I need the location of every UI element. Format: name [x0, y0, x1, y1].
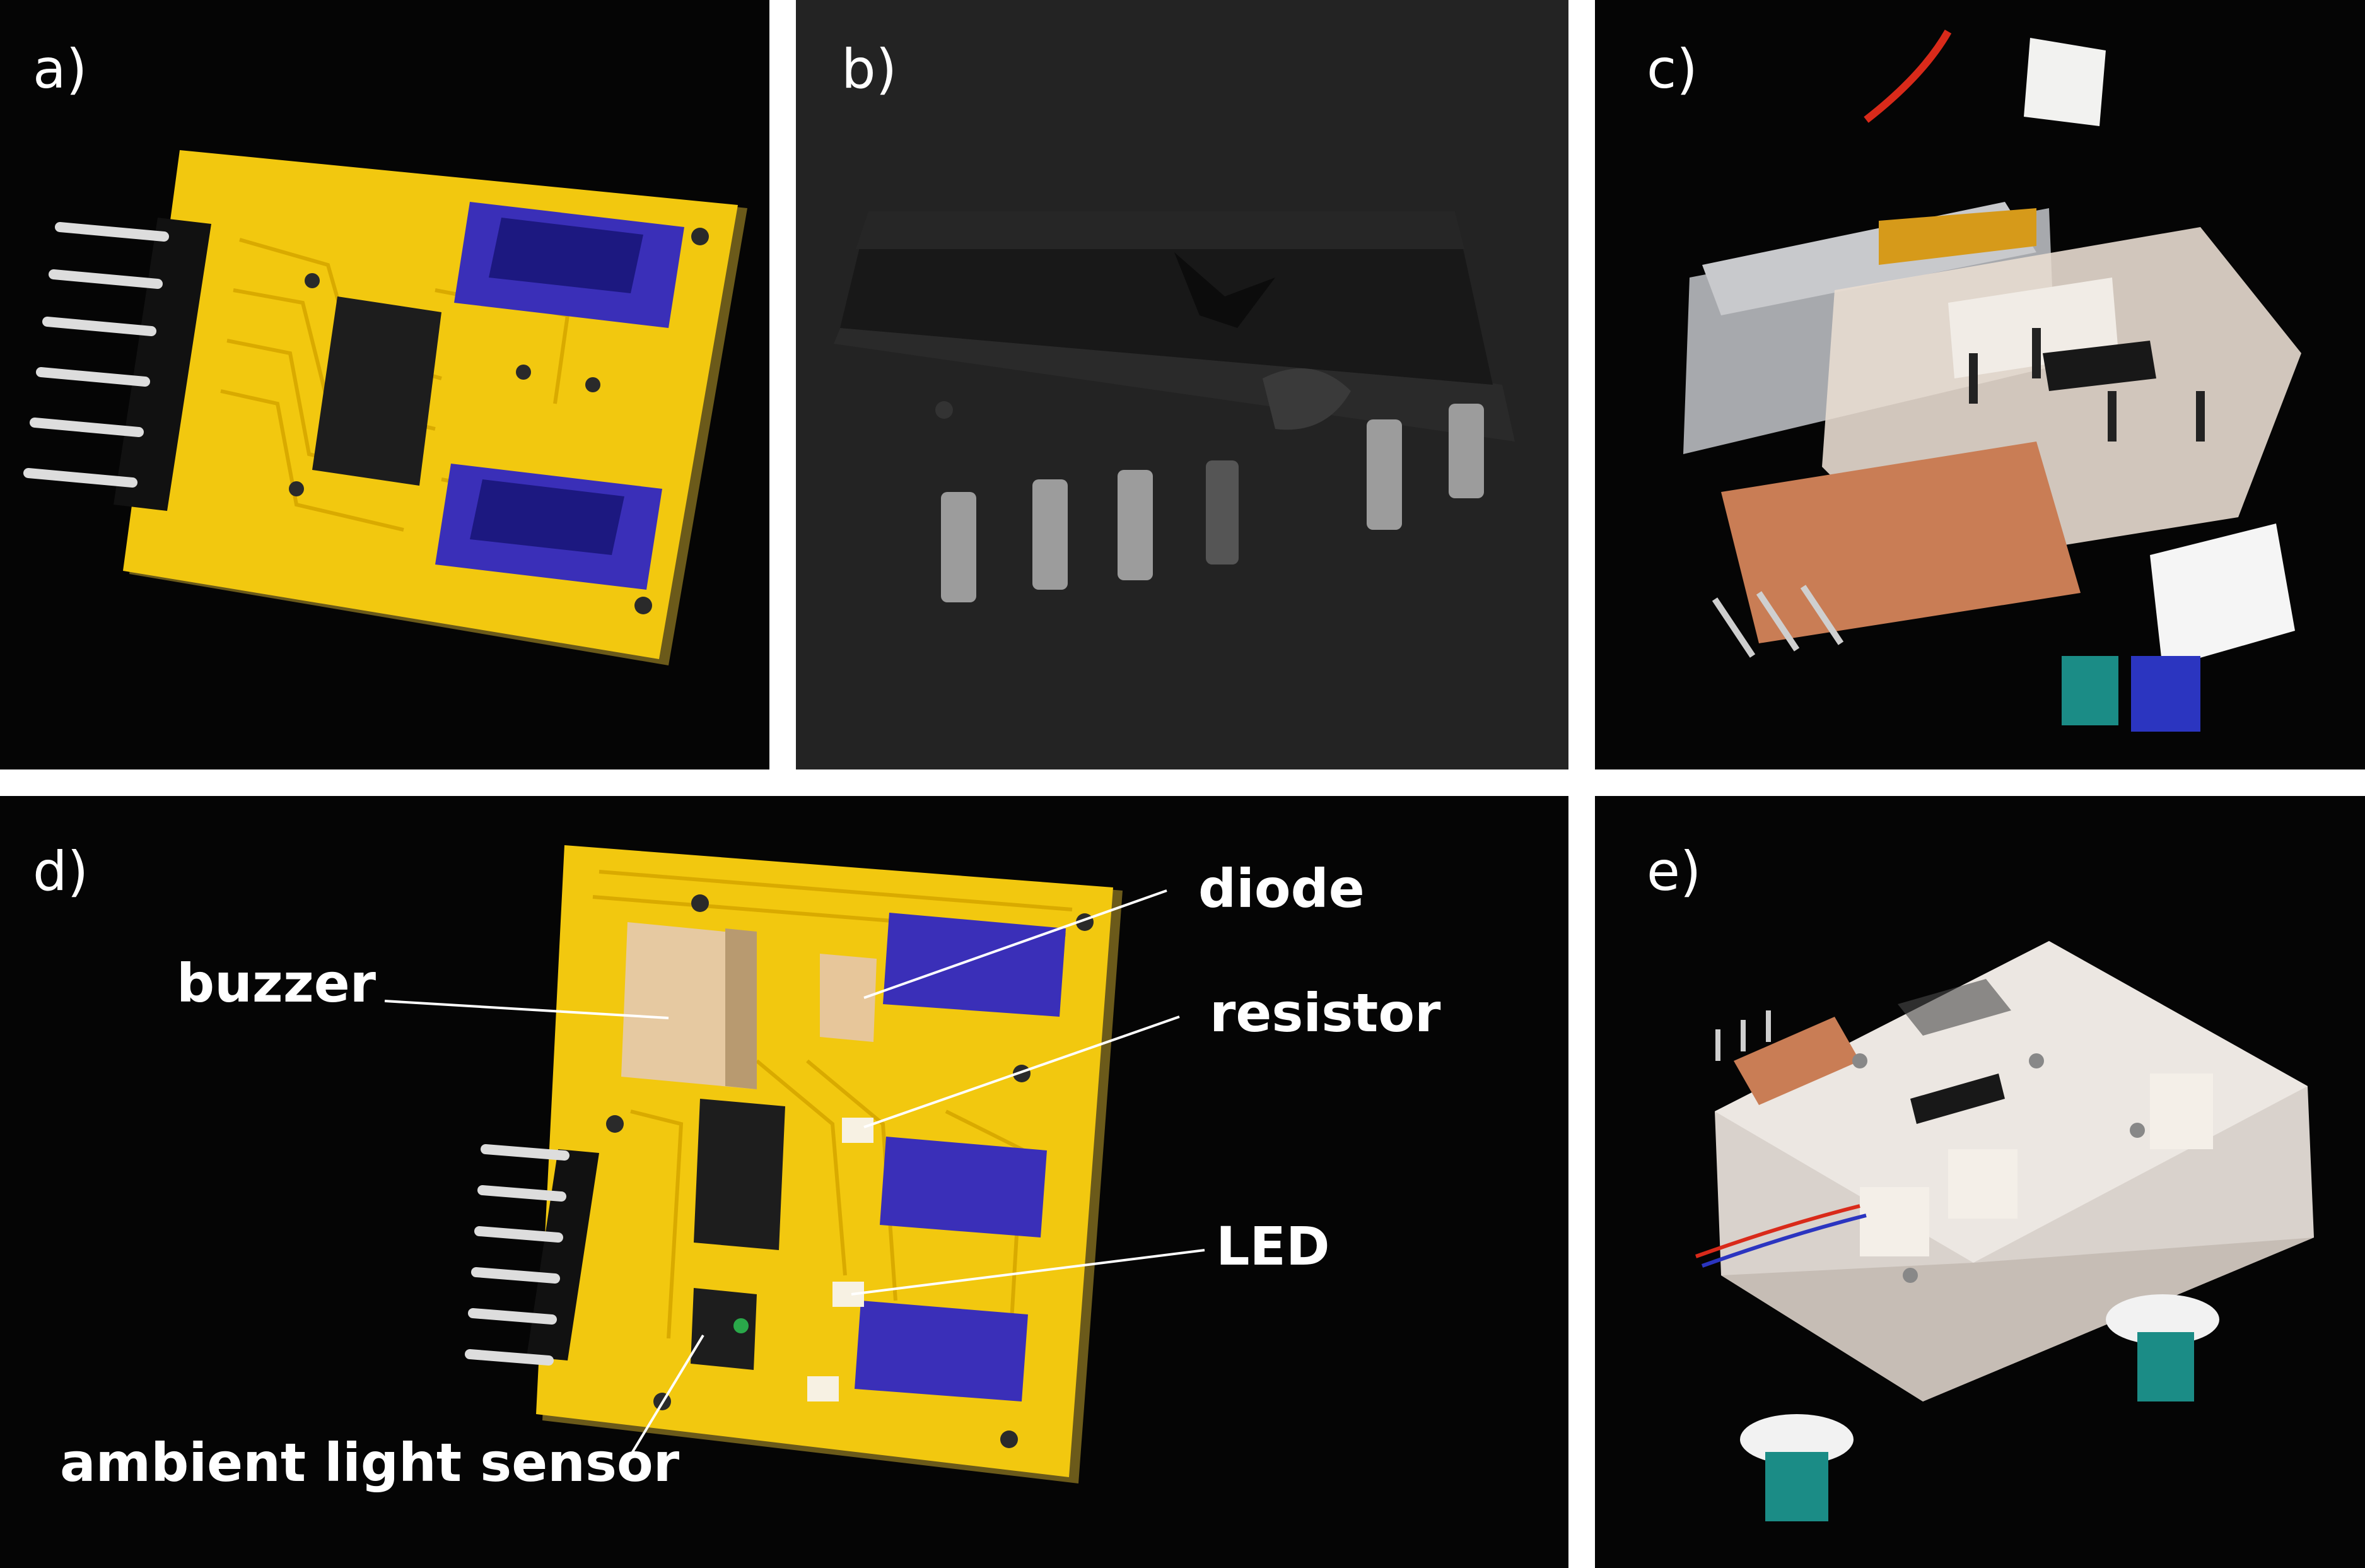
callout-buzzer: buzzer: [177, 952, 377, 1014]
annotated-pcb-image: [384, 845, 1205, 1483]
pcb-render-image: [23, 150, 747, 665]
panel-a-label: a): [33, 38, 88, 101]
panel-b-label: b): [841, 38, 897, 101]
chip-photo-image: [834, 211, 1515, 602]
callout-diode: diode: [1198, 858, 1365, 920]
callout-led: LED: [1216, 1215, 1330, 1277]
robot-photo-image: [1683, 30, 2301, 732]
panel-c-robot-photo: c): [1595, 0, 2365, 769]
panel-b-chip-photo: b): [796, 0, 1568, 769]
panel-d-label: d): [33, 840, 89, 903]
callout-ambient-light-sensor: ambient light sensor: [60, 1432, 680, 1494]
callout-resistor: resistor: [1210, 982, 1441, 1044]
panel-c-label: c): [1647, 38, 1698, 101]
callout-lines: [384, 889, 1205, 1456]
panel-e-label: e): [1647, 840, 1702, 903]
panel-e-robot-photo: e): [1595, 796, 2365, 1568]
panel-d-annotated-pcb: d) buzzer diode resistor LED ambient lig…: [0, 796, 1568, 1568]
panel-a-pcb-render: a): [0, 0, 769, 769]
robot-top-photo-image: [1695, 941, 2314, 1521]
